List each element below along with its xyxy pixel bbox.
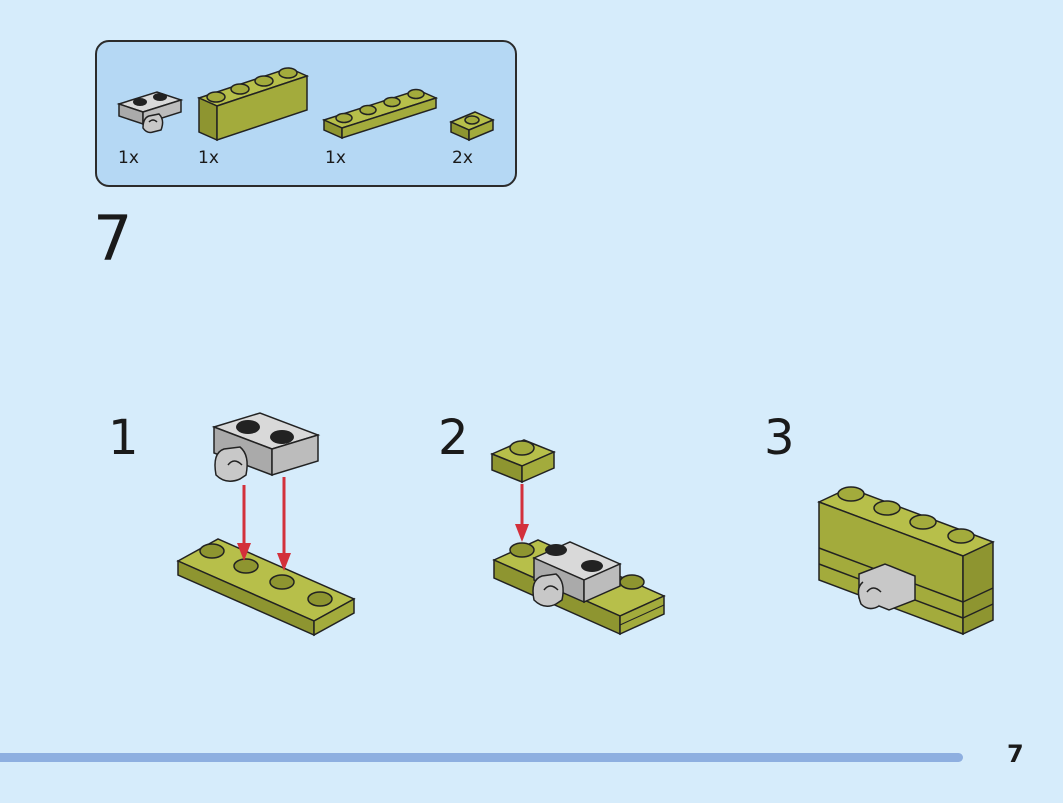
- part-qty-plate: 1x: [325, 148, 346, 168]
- part-qty-clip: 1x: [118, 148, 139, 168]
- substep-number-3: 3: [764, 410, 795, 466]
- olive-tile-icon: [449, 111, 495, 142]
- substep-2-illustration: [490, 439, 666, 636]
- gray-clip-plate-icon: [116, 91, 184, 134]
- part-qty-brick: 1x: [198, 148, 219, 168]
- olive-plate-icon: [321, 88, 439, 140]
- substep-1-illustration: [176, 412, 356, 637]
- substep-number-1: 1: [108, 410, 139, 466]
- olive-brick-icon: [196, 67, 310, 142]
- footer-progress-bar: [0, 753, 963, 762]
- down-arrow-icon: [237, 477, 291, 571]
- page-number: 7: [1007, 740, 1024, 768]
- step-number: 7: [93, 202, 133, 275]
- down-arrow-icon: [515, 484, 529, 542]
- part-qty-tile: 2x: [452, 148, 473, 168]
- substep-number-2: 2: [438, 410, 469, 466]
- substep-3-illustration: [817, 486, 995, 636]
